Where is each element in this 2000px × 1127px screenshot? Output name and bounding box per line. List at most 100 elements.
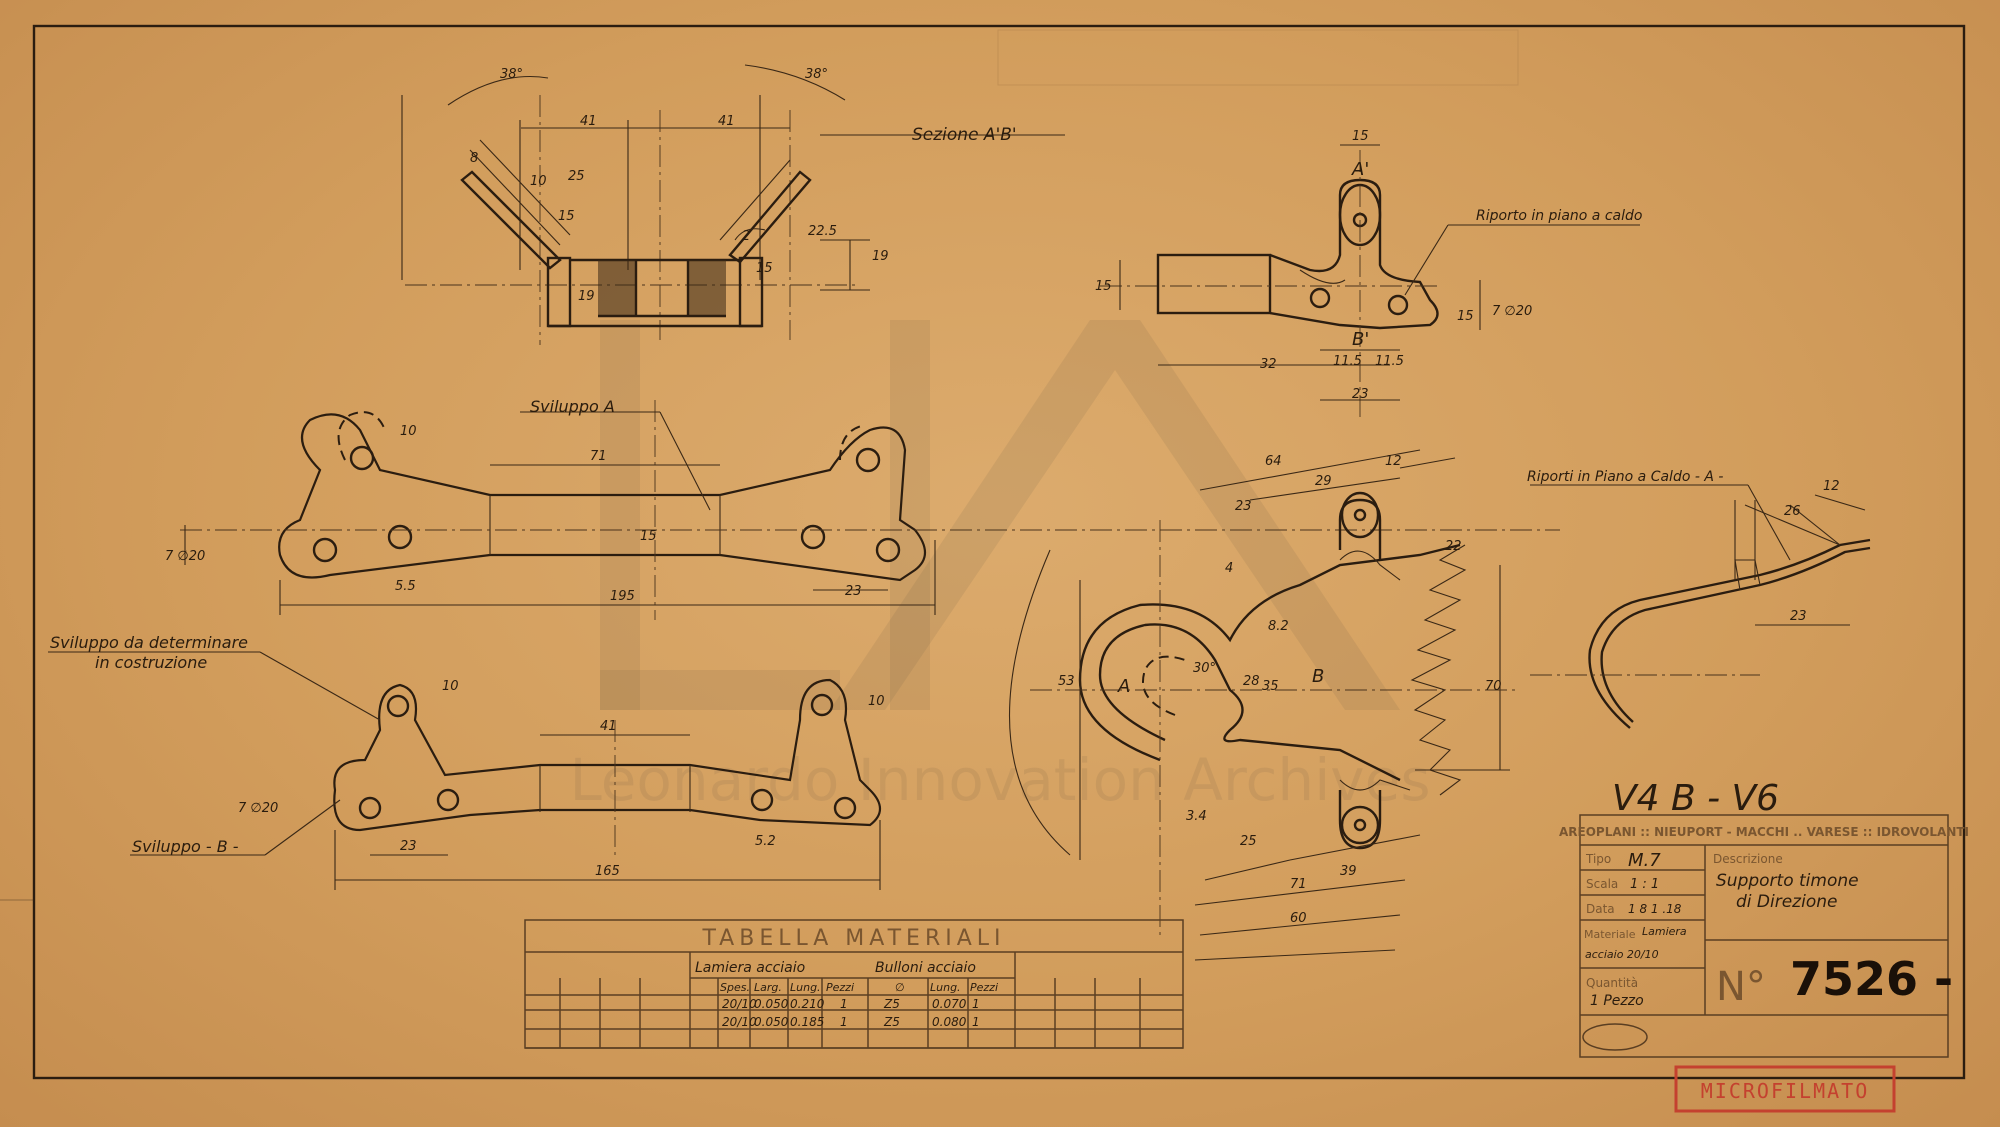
- watermark-text: Leonardo Innovation Archives: [569, 746, 1430, 814]
- materials-table: [524, 919, 1184, 1049]
- table-cell: Z5: [883, 1015, 900, 1029]
- development-view-a: [180, 400, 1560, 620]
- label-sviluppo-b: Sviluppo - B -: [132, 837, 239, 856]
- scala-label: Scala: [1586, 877, 1618, 891]
- model-code: V4 B - V6: [1612, 778, 1779, 819]
- materials-header: Pezzi: [826, 981, 854, 994]
- table-cell: 0.070: [932, 997, 967, 1011]
- dim-dev-15: 15: [640, 529, 657, 544]
- dim-main-4: 4: [1225, 561, 1233, 576]
- dim-side-23: 23: [1352, 387, 1369, 402]
- quantita-value: 1 Pezzo: [1590, 993, 1644, 1009]
- materials-row-1: 20/10 0.050 0.210 1 Z5 0.070 1: [722, 997, 980, 1011]
- dim-angle-left: 38°: [500, 67, 523, 82]
- dim-b-23: 23: [400, 839, 417, 854]
- dim-dev-23: 23: [845, 584, 862, 599]
- dim-19: 19: [872, 249, 889, 264]
- side-view: [1100, 144, 1640, 420]
- dim-b-10b: 10: [868, 694, 885, 709]
- tipo-label: Tipo: [1585, 852, 1611, 866]
- materials-group-sheet: Lamiera acciaio: [695, 960, 805, 976]
- dim-dev-5-5: 5.5: [395, 579, 416, 594]
- dim-main-64: 64: [1265, 454, 1282, 469]
- materials-row-2: 20/10 0.050 0.185 1 Z5 0.080 1: [722, 1015, 980, 1029]
- watermark-logo: [600, 320, 1400, 710]
- dim-main-70: 70: [1485, 679, 1502, 694]
- label-sviluppo-det-2: in costruzione: [95, 653, 207, 672]
- dim-b-5-2: 5.2: [755, 834, 776, 849]
- descrizione-label: Descrizione: [1713, 852, 1783, 866]
- materiale-label: Materiale: [1584, 928, 1636, 941]
- dim-main-71: 71: [1290, 877, 1307, 892]
- materials-header: ∅: [895, 981, 905, 994]
- microfilm-stamp-text: MICROFILMATO: [1701, 1079, 1870, 1103]
- dim-41-right: 41: [718, 114, 735, 129]
- dim-side-15b: 15: [1095, 279, 1112, 294]
- section-view-ab: [401, 64, 1065, 345]
- dim-main-35: 35: [1262, 679, 1279, 694]
- dim-side-32: 32: [1260, 357, 1277, 372]
- dim-main-23: 23: [1235, 499, 1252, 514]
- materials-header: Pezzi: [970, 981, 998, 994]
- dim-side-7: 7 ∅20: [1492, 304, 1532, 319]
- riporti-view: [1530, 484, 1871, 729]
- data-value: 1 8 1 .18: [1628, 902, 1682, 916]
- dim-main-12: 12: [1385, 454, 1402, 469]
- table-cell: 0.210: [790, 997, 825, 1011]
- table-cell: 20/10: [722, 1015, 757, 1029]
- label-sviluppo-det-1: Sviluppo da determinare: [50, 633, 248, 652]
- scala-value: 1 : 1: [1630, 877, 1659, 892]
- dim-8: 8: [470, 151, 478, 166]
- dim-main-25: 25: [1240, 834, 1257, 849]
- dim-dev-7: 7 ∅20: [165, 549, 205, 564]
- table-cell: 20/10: [722, 997, 757, 1011]
- descrizione-line-2: di Direzione: [1736, 892, 1837, 912]
- materials-table-title: TABELLA MATERIALI: [701, 926, 1005, 951]
- drawing-number: 7526 -: [1790, 952, 1953, 1006]
- dim-main-60: 60: [1290, 911, 1307, 926]
- dim-15: 15: [558, 209, 575, 224]
- dim-main-30: 30°: [1193, 661, 1216, 676]
- dim-main-28: 28: [1243, 674, 1260, 689]
- label-a-prime: A': [1351, 159, 1369, 180]
- dim-main-22: 22: [1445, 539, 1462, 554]
- dim-main-8: 8.2: [1268, 619, 1289, 634]
- table-cell: 1: [972, 997, 980, 1011]
- dim-71: 71: [590, 449, 607, 464]
- table-cell: 1: [972, 1015, 980, 1029]
- table-cell: 1: [840, 997, 848, 1011]
- dim-side-15: 15: [1352, 129, 1369, 144]
- dim-side-11-5b: 11.5: [1375, 354, 1404, 369]
- dim-main-3-4: 3.4: [1186, 809, 1207, 824]
- dim-25: 25: [568, 169, 585, 184]
- development-view-b: [333, 678, 882, 890]
- materials-header: Spes.: [720, 981, 750, 994]
- table-cell: 0.050: [754, 997, 789, 1011]
- title-block: [1579, 814, 1949, 1058]
- dim-main-39: 39: [1340, 864, 1357, 879]
- microfilm-stamp: [1674, 1065, 1896, 1113]
- tipo-value: M.7: [1628, 850, 1661, 871]
- table-cell: 0.080: [932, 1015, 967, 1029]
- title-company: AREOPLANI :: NIEUPORT - MACCHI .. VARESE…: [1559, 825, 1969, 839]
- dim-main-29: 29: [1315, 474, 1332, 489]
- dim-b-7: 7 ∅20: [238, 801, 278, 816]
- dim-195: 195: [610, 589, 635, 604]
- dim-right-26: 26: [1784, 504, 1801, 519]
- dim-10: 10: [530, 174, 547, 189]
- numero-prefix: N°: [1716, 964, 1766, 1010]
- materials-header-row: Spes. Larg. Lung. Pezzi ∅ Lung. Pezzi: [720, 981, 998, 994]
- dim-main-53: 53: [1058, 674, 1075, 689]
- dim-15b: 15: [756, 261, 773, 276]
- dim-b-165: 165: [595, 864, 620, 879]
- table-cell: 0.185: [790, 1015, 824, 1029]
- dim-angle-right: 38°: [805, 67, 828, 82]
- label-riporti: Riporti in Piano a Caldo - A -: [1527, 469, 1723, 485]
- label-a: A: [1117, 676, 1130, 697]
- label-b: B: [1312, 666, 1324, 687]
- label-sviluppo-a: Sviluppo A: [530, 397, 615, 416]
- dim-side-15c: 15: [1457, 309, 1474, 324]
- label-riporto: Riporto in piano a caldo: [1476, 208, 1642, 224]
